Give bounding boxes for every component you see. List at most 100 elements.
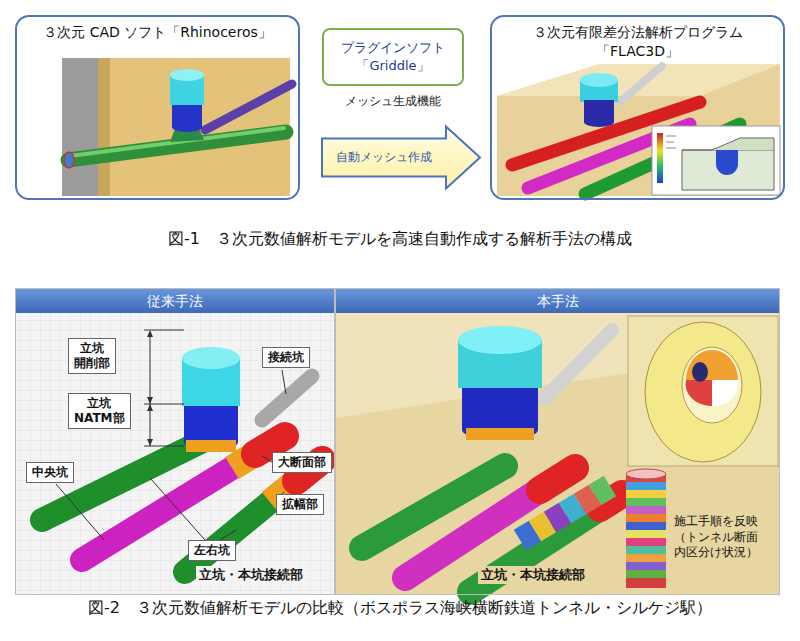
flac-view-part: [584, 117, 614, 127]
part-tag: 接続坑: [262, 347, 310, 368]
flac-view-part: [652, 126, 780, 195]
panel-heading: 従来手法: [16, 289, 334, 313]
new-model-part: [628, 316, 778, 466]
new-model-part: [545, 330, 612, 398]
note-label: 施工手順を反映 （トンネル断面 内区分け状況）: [674, 514, 758, 561]
part-name: 拡幅部: [282, 497, 318, 512]
staged-shaft-part: [626, 530, 666, 538]
new-model-part: [336, 312, 779, 594]
rhino-view-part: [205, 84, 292, 130]
flac-view-part: [716, 150, 738, 175]
conventional-model-part: [147, 439, 153, 446]
rhino-view-part: [62, 58, 290, 196]
flac-view-part: [497, 64, 780, 196]
rhino-view-part: [98, 58, 110, 196]
new-model-part: [470, 508, 600, 592]
staged-shaft-part: [626, 522, 666, 530]
new-model-part: [540, 468, 575, 490]
staged-shaft-part: [626, 562, 666, 570]
flac-view-part: [666, 136, 676, 137]
flow-arrow: [322, 127, 480, 189]
staged-shaft-part: [626, 469, 666, 479]
flac-view: [497, 64, 780, 196]
part-name: 立坑 開削部: [74, 341, 110, 371]
new-model-part: [580, 495, 595, 504]
staged-shaft-part: [626, 538, 666, 546]
flac-view-part: [682, 150, 774, 190]
conventional-model-part: [82, 468, 232, 560]
part-name: 立坑 NATM部: [74, 396, 125, 426]
rhino-view-part: [170, 69, 204, 81]
new-model-part: [520, 531, 535, 540]
new-model-part: [712, 380, 738, 406]
staged-shaft-part: [626, 578, 666, 588]
method-panel: 従来手法立坑 開削部立坑 NATM部 接続坑大断面部拡幅部 中央坑左右坑: [15, 288, 335, 595]
conventional-model-part: [220, 530, 236, 540]
staged-shaft-part: [626, 490, 666, 498]
staged-shaft-part: [626, 506, 666, 514]
flac-view-part: [580, 73, 618, 87]
conventional-model-part: [282, 370, 286, 394]
conventional-model-part: [185, 502, 270, 572]
flac-view-part: [620, 66, 662, 102]
rhino-view-part: [98, 58, 290, 196]
conventional-model-part: [16, 312, 334, 594]
panel-heading: 本手法: [336, 289, 779, 313]
conventional-model-part: [150, 478, 205, 540]
part-name: 中央坑: [32, 465, 68, 480]
conventional-model-part: [147, 397, 153, 404]
note-label: 図-1 ３次元数値解析モデルを高速自動作成する解析手法の構成: [0, 229, 800, 250]
staged-shaft-part: [626, 570, 666, 578]
part-tag: 拡幅部: [276, 494, 324, 515]
new-model: [336, 312, 779, 594]
conventional-model: [16, 312, 334, 594]
plugin-box: プラグインソフト 「Griddle」: [322, 28, 464, 86]
flac-view-part: [657, 133, 663, 183]
conventional-model-part: [150, 332, 151, 446]
box-heading: ３次元有限差分法解析プログラム 「FLAC3D」: [533, 23, 743, 61]
new-model-part: [686, 380, 712, 406]
conventional-model-part: [56, 484, 104, 540]
new-model-part: [645, 322, 761, 462]
conventional-model-part: [184, 433, 238, 451]
new-model-part: [458, 326, 542, 354]
box-text: プラグインソフト 「Griddle」: [341, 39, 445, 74]
conventional-model-part: [147, 330, 153, 337]
new-model-part: [550, 513, 565, 522]
figure-caption: 図-2 ３次元数値解析モデルの比較（ボスポラス海峡横断鉄道トンネル・シルケジ駅）: [0, 598, 800, 619]
staged-shaft: [626, 469, 666, 588]
rhino-view-part: [64, 152, 74, 168]
new-model-part: [692, 362, 708, 382]
part-tag: 立坑 NATM部: [68, 393, 131, 429]
new-model-part: [565, 504, 580, 513]
flac-view-part: [666, 142, 674, 143]
staged-shaft-part: [626, 554, 666, 562]
note-label: 立坑・本坑接続部: [196, 566, 306, 584]
conventional-model-part: [262, 376, 312, 420]
staged-shaft-part: [626, 482, 666, 490]
rhino-view: [62, 58, 292, 196]
tool-box: ３次元 CAD ソフト「Rhinoceros」: [15, 15, 300, 200]
note-label: メッシュ生成機能: [322, 93, 464, 110]
new-model-part: [535, 522, 550, 531]
new-model-part: [682, 347, 742, 423]
box-heading: ３次元 CAD ソフト「Rhinoceros」: [43, 23, 272, 42]
staged-shaft-part: [626, 514, 666, 522]
part-tag: 左右坑: [188, 540, 236, 561]
new-model-part: [462, 420, 538, 440]
part-name: 接続坑: [268, 350, 304, 365]
flac-view-part: [682, 138, 774, 150]
conventional-model-part: [147, 404, 153, 411]
staged-shaft-part: [626, 498, 666, 506]
rhino-view-part: [172, 122, 202, 132]
flac-view-part: [666, 148, 676, 149]
conventional-model-part: [262, 456, 272, 462]
new-model-part: [466, 428, 534, 440]
new-model-part: [595, 486, 610, 495]
conventional-model-part: [182, 347, 240, 369]
tool-box: ３次元有限差分法解析プログラム 「FLAC3D」: [490, 15, 785, 200]
part-tag: 大断面部: [272, 452, 332, 473]
part-tag: 立坑 開削部: [68, 338, 116, 374]
